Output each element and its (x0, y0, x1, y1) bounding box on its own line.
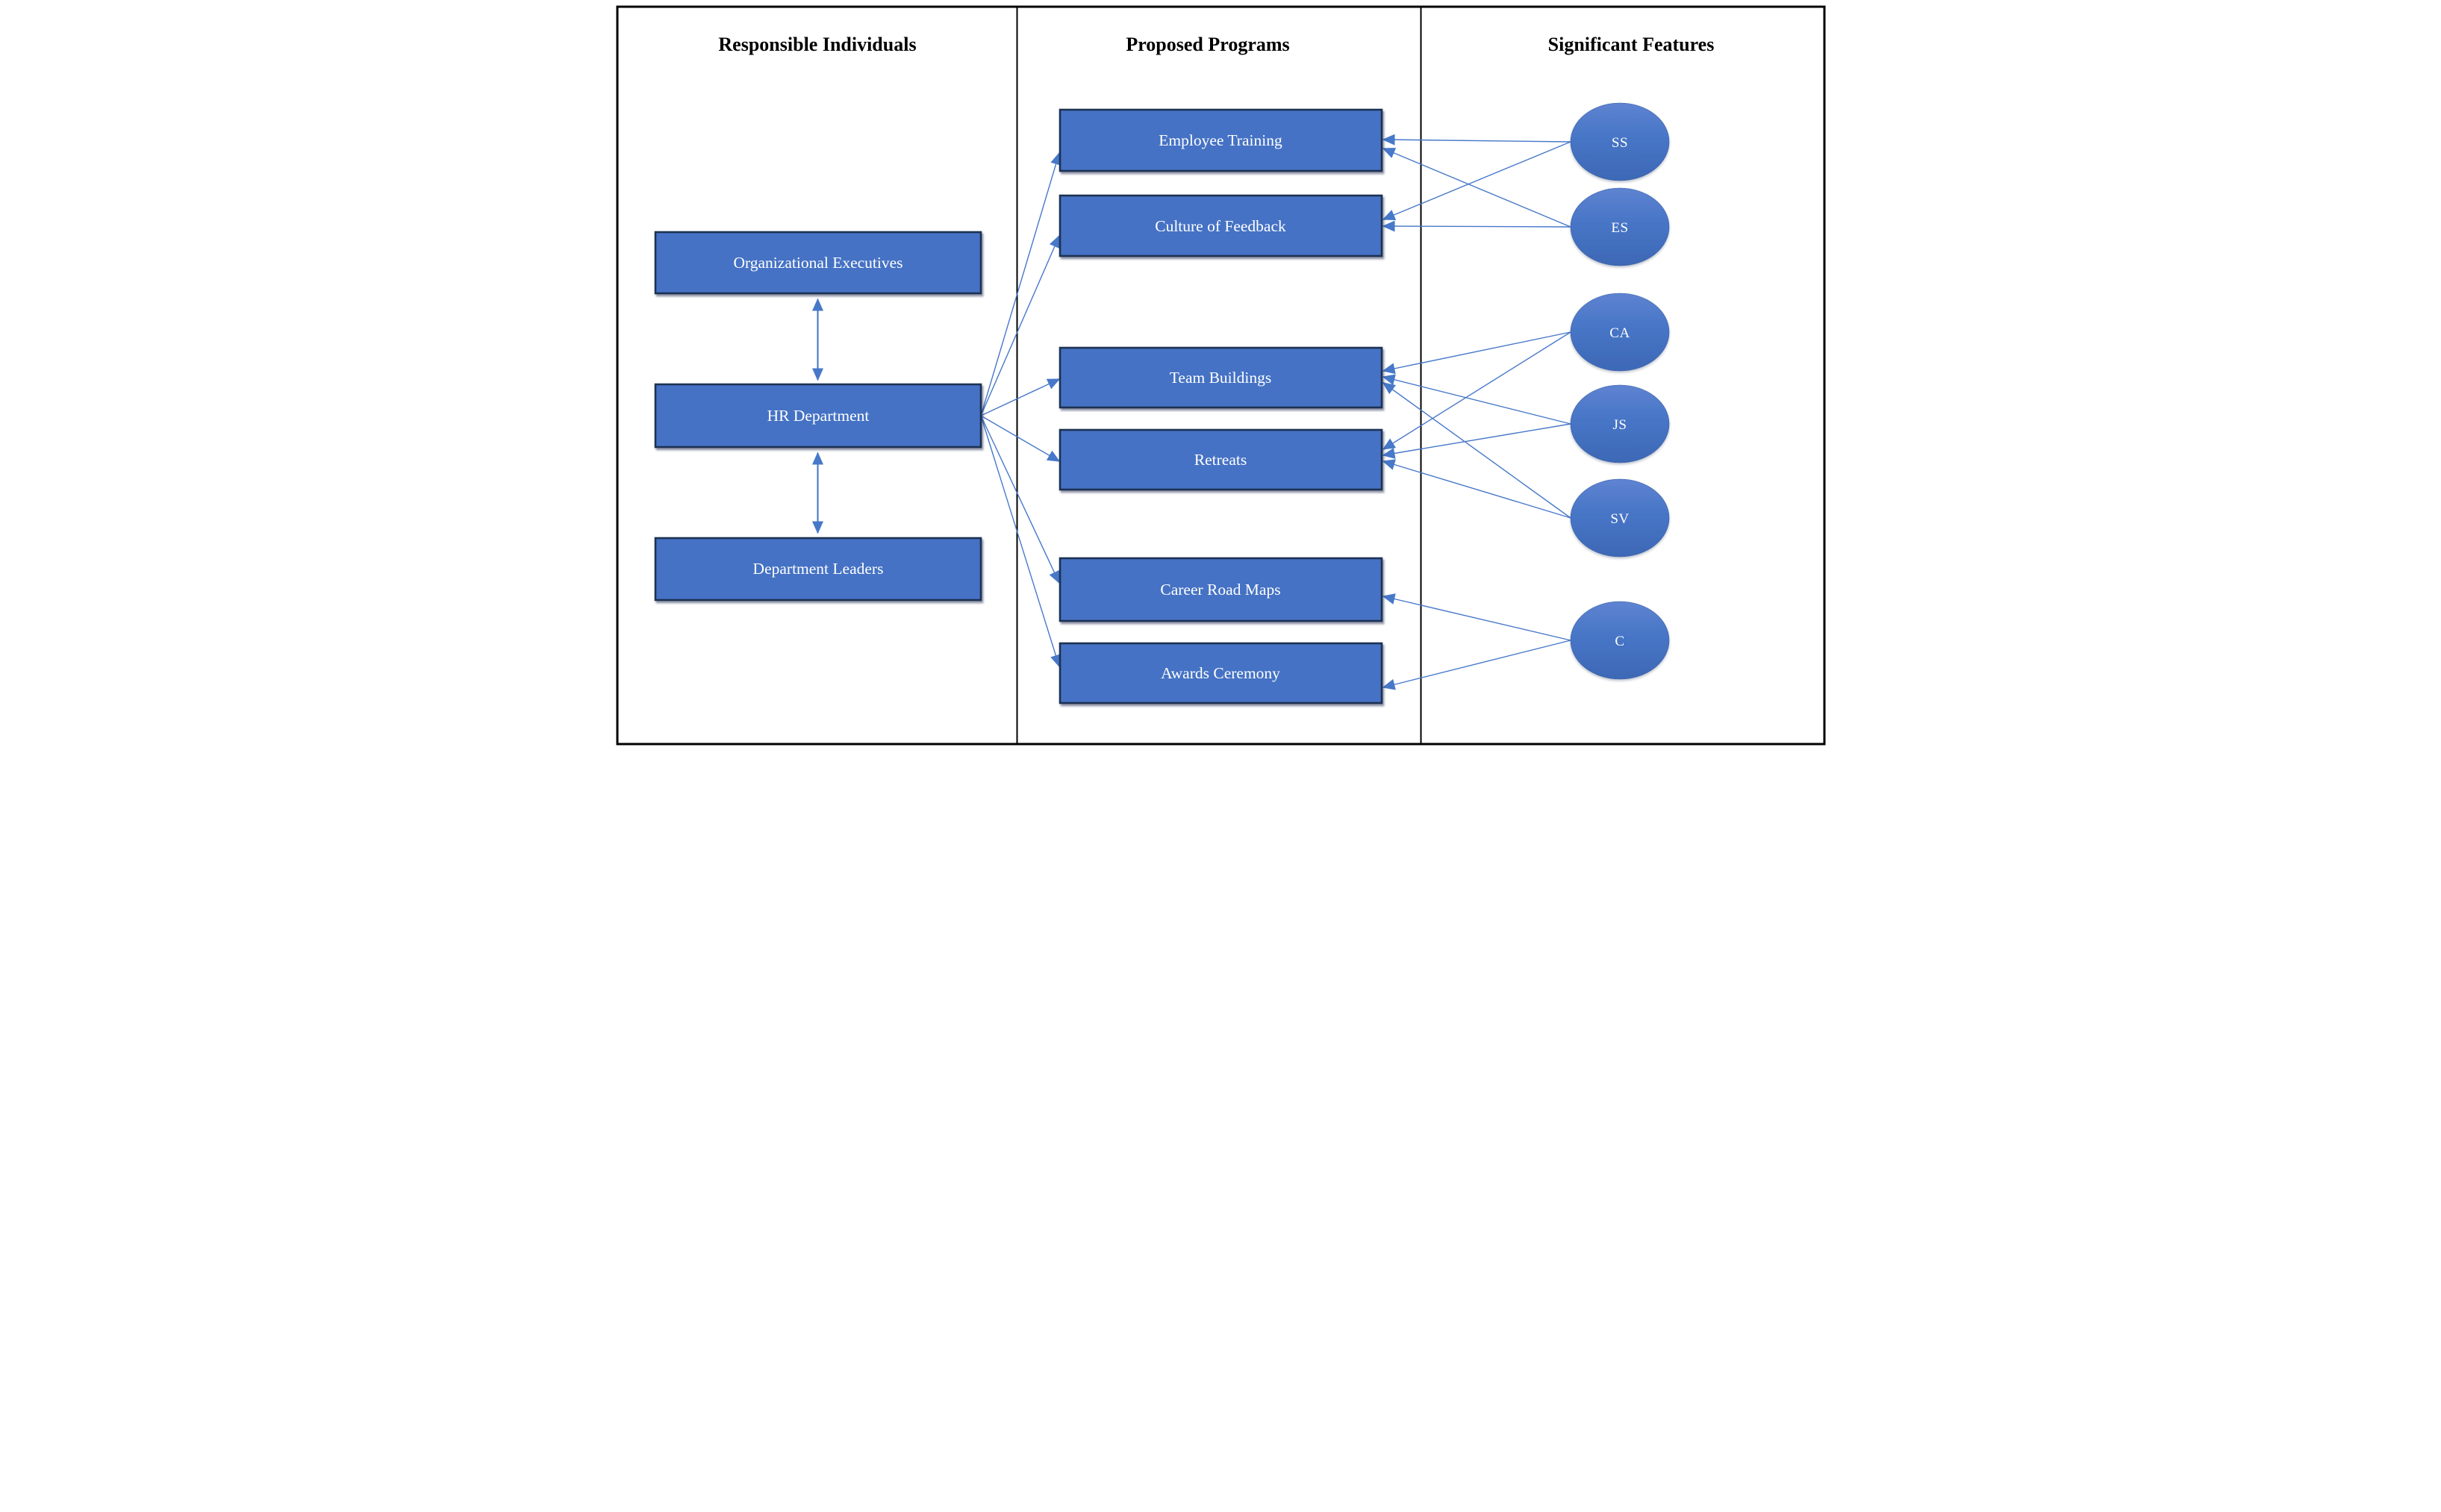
arrow-hr-to-employee-training (979, 151, 1061, 416)
svg-text:Career Road Maps: Career Road Maps (1160, 581, 1280, 599)
arrow-ss-to-culture-of-feedback (1382, 141, 1571, 220)
svg-text:Retreats: Retreats (1194, 451, 1246, 469)
node-organizational-executives: Organizational Executives (654, 231, 982, 295)
arrow-hr-to-team-buildings (980, 378, 1060, 416)
node-team-buildings: Team Buildings (1059, 346, 1382, 409)
svg-text:SV: SV (1610, 511, 1629, 527)
feature-es: ES (1570, 187, 1669, 266)
diagram-container: Responsible Individuals Proposed Program… (611, 0, 1831, 756)
svg-text:Culture of Feedback: Culture of Feedback (1155, 217, 1286, 235)
arrow-sv-to-team-buildings (1382, 382, 1571, 519)
header-responsible-individuals: Responsible Individuals (718, 34, 916, 55)
header-significant-features: Significant Features (1547, 34, 1714, 55)
outer-frame (616, 5, 1825, 746)
arrow-ss-to-employee-training (1382, 134, 1571, 146)
feature-ca: CA (1570, 293, 1669, 372)
arrow-es-to-culture-of-feedback (1382, 220, 1571, 232)
svg-text:C: C (1615, 634, 1624, 649)
arrow-hr-to-retreats (980, 415, 1060, 462)
arrow-ca-to-team-buildings (1382, 331, 1571, 375)
node-employee-training: Employee Training (1059, 108, 1382, 172)
svg-text:Awards Ceremony: Awards Ceremony (1161, 664, 1280, 682)
arrow-js-to-retreats (1382, 423, 1571, 459)
svg-text:Organizational Executives: Organizational Executives (733, 254, 902, 272)
svg-text:Department Leaders: Department Leaders (752, 560, 883, 578)
node-career-road-maps: Career Road Maps (1059, 557, 1382, 622)
node-retreats: Retreats (1059, 428, 1382, 491)
node-culture-of-feedback: Culture of Feedback (1059, 194, 1382, 257)
arrow-ca-to-retreats (1382, 331, 1571, 450)
node-department-leaders: Department Leaders (654, 537, 982, 602)
svg-text:SS: SS (1611, 135, 1627, 151)
arrow-c-to-awards-ceremony (1382, 640, 1571, 690)
arrow-hr-to-awards-ceremony (979, 415, 1061, 668)
svg-text:HR Department: HR Department (767, 407, 869, 425)
svg-text:Team Buildings: Team Buildings (1169, 369, 1271, 387)
node-hr-department: HR Department (654, 383, 982, 449)
feature-sv: SV (1570, 478, 1669, 557)
arrow-js-to-team-buildings (1382, 374, 1571, 425)
arrow-hr-to-career-road-maps (979, 415, 1060, 584)
svg-text:Employee Training: Employee Training (1159, 131, 1282, 149)
arrow-sv-to-retreats (1382, 459, 1571, 519)
arrow-c-to-career-road-maps (1382, 593, 1571, 641)
header-proposed-programs: Proposed Programs (1126, 34, 1289, 55)
feature-c: C (1570, 601, 1669, 680)
svg-text:ES: ES (1611, 220, 1628, 236)
node-awards-ceremony: Awards Ceremony (1059, 642, 1382, 705)
arrow-hr-to-culture-of-feedback (979, 234, 1060, 416)
feature-js: JS (1570, 384, 1669, 463)
arrow-es-to-employee-training (1382, 148, 1571, 228)
svg-text:JS: JS (1612, 417, 1627, 433)
feature-ss: SS (1570, 102, 1669, 181)
relationship-diagram: Responsible Individuals Proposed Program… (616, 5, 1825, 746)
svg-text:CA: CA (1609, 325, 1630, 341)
